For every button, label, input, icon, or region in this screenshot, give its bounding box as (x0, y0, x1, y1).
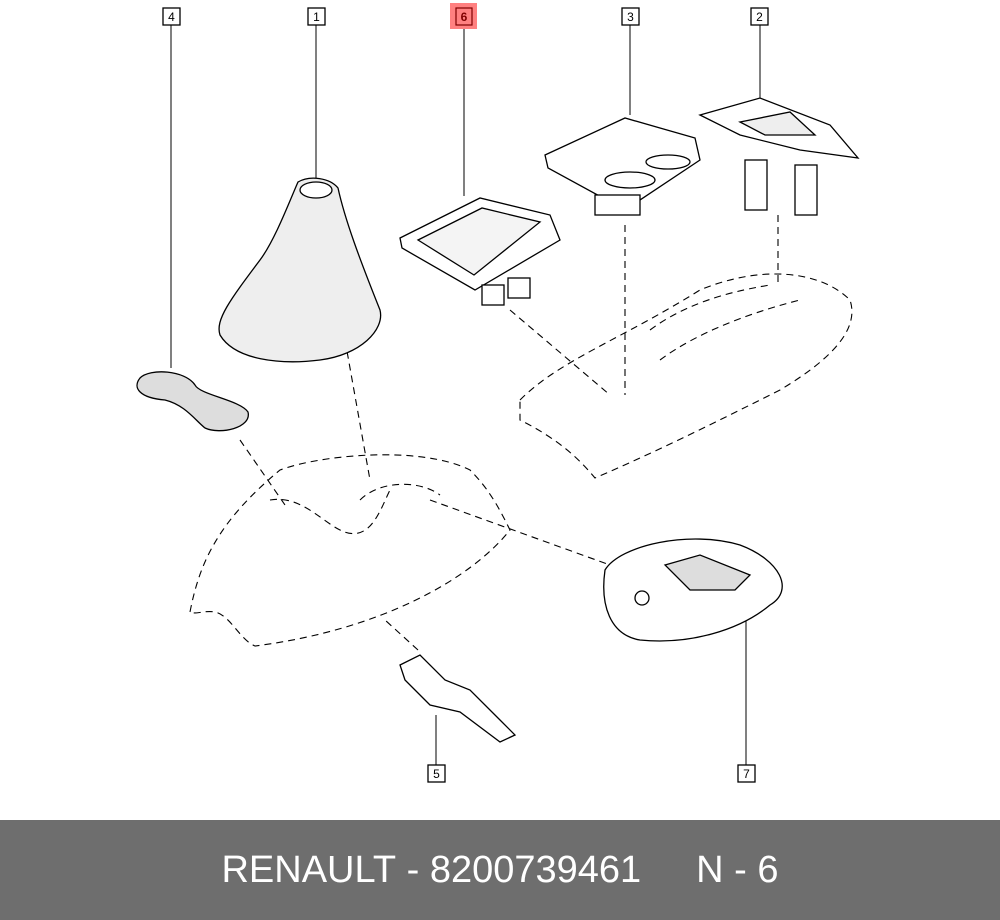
svg-text:5: 5 (433, 767, 440, 781)
svg-text:1: 1 (313, 10, 320, 24)
part-4-pad (136, 371, 249, 432)
part-1-gear-boot (218, 177, 382, 363)
part-6-tray (399, 197, 561, 306)
brand-name: RENAULT (221, 848, 397, 891)
callout-1[interactable]: 1 (307, 7, 326, 26)
part-number: 8200739461 (429, 848, 642, 891)
callout-5[interactable]: 5 (427, 764, 446, 783)
part-2-trim (698, 97, 860, 216)
separator: - (396, 848, 430, 891)
svg-text:4: 4 (168, 10, 175, 24)
callout-7[interactable]: 7 (737, 764, 756, 783)
svg-text:6: 6 (461, 10, 468, 24)
callout-2[interactable]: 2 (750, 7, 769, 26)
callout-3[interactable]: 3 (621, 7, 640, 26)
footer-banner: RENAULT - 8200739461 N - 6 (0, 820, 1000, 920)
part-7-shifter-surround (603, 538, 783, 642)
callout-4[interactable]: 4 (162, 7, 181, 26)
svg-text:7: 7 (743, 767, 750, 781)
console-outline-dashed (189, 215, 853, 651)
svg-text:3: 3 (627, 10, 634, 24)
diagram-position: N - 6 (696, 848, 779, 891)
svg-text:2: 2 (756, 10, 763, 24)
part-5-bracket (399, 654, 517, 743)
parts-diagram: 1 2 3 4 5 6 7 (136, 3, 860, 783)
callout-6-highlighted[interactable]: 6 (450, 3, 477, 29)
part-3-cup-holder (544, 117, 701, 216)
leader-lines (170, 25, 761, 765)
